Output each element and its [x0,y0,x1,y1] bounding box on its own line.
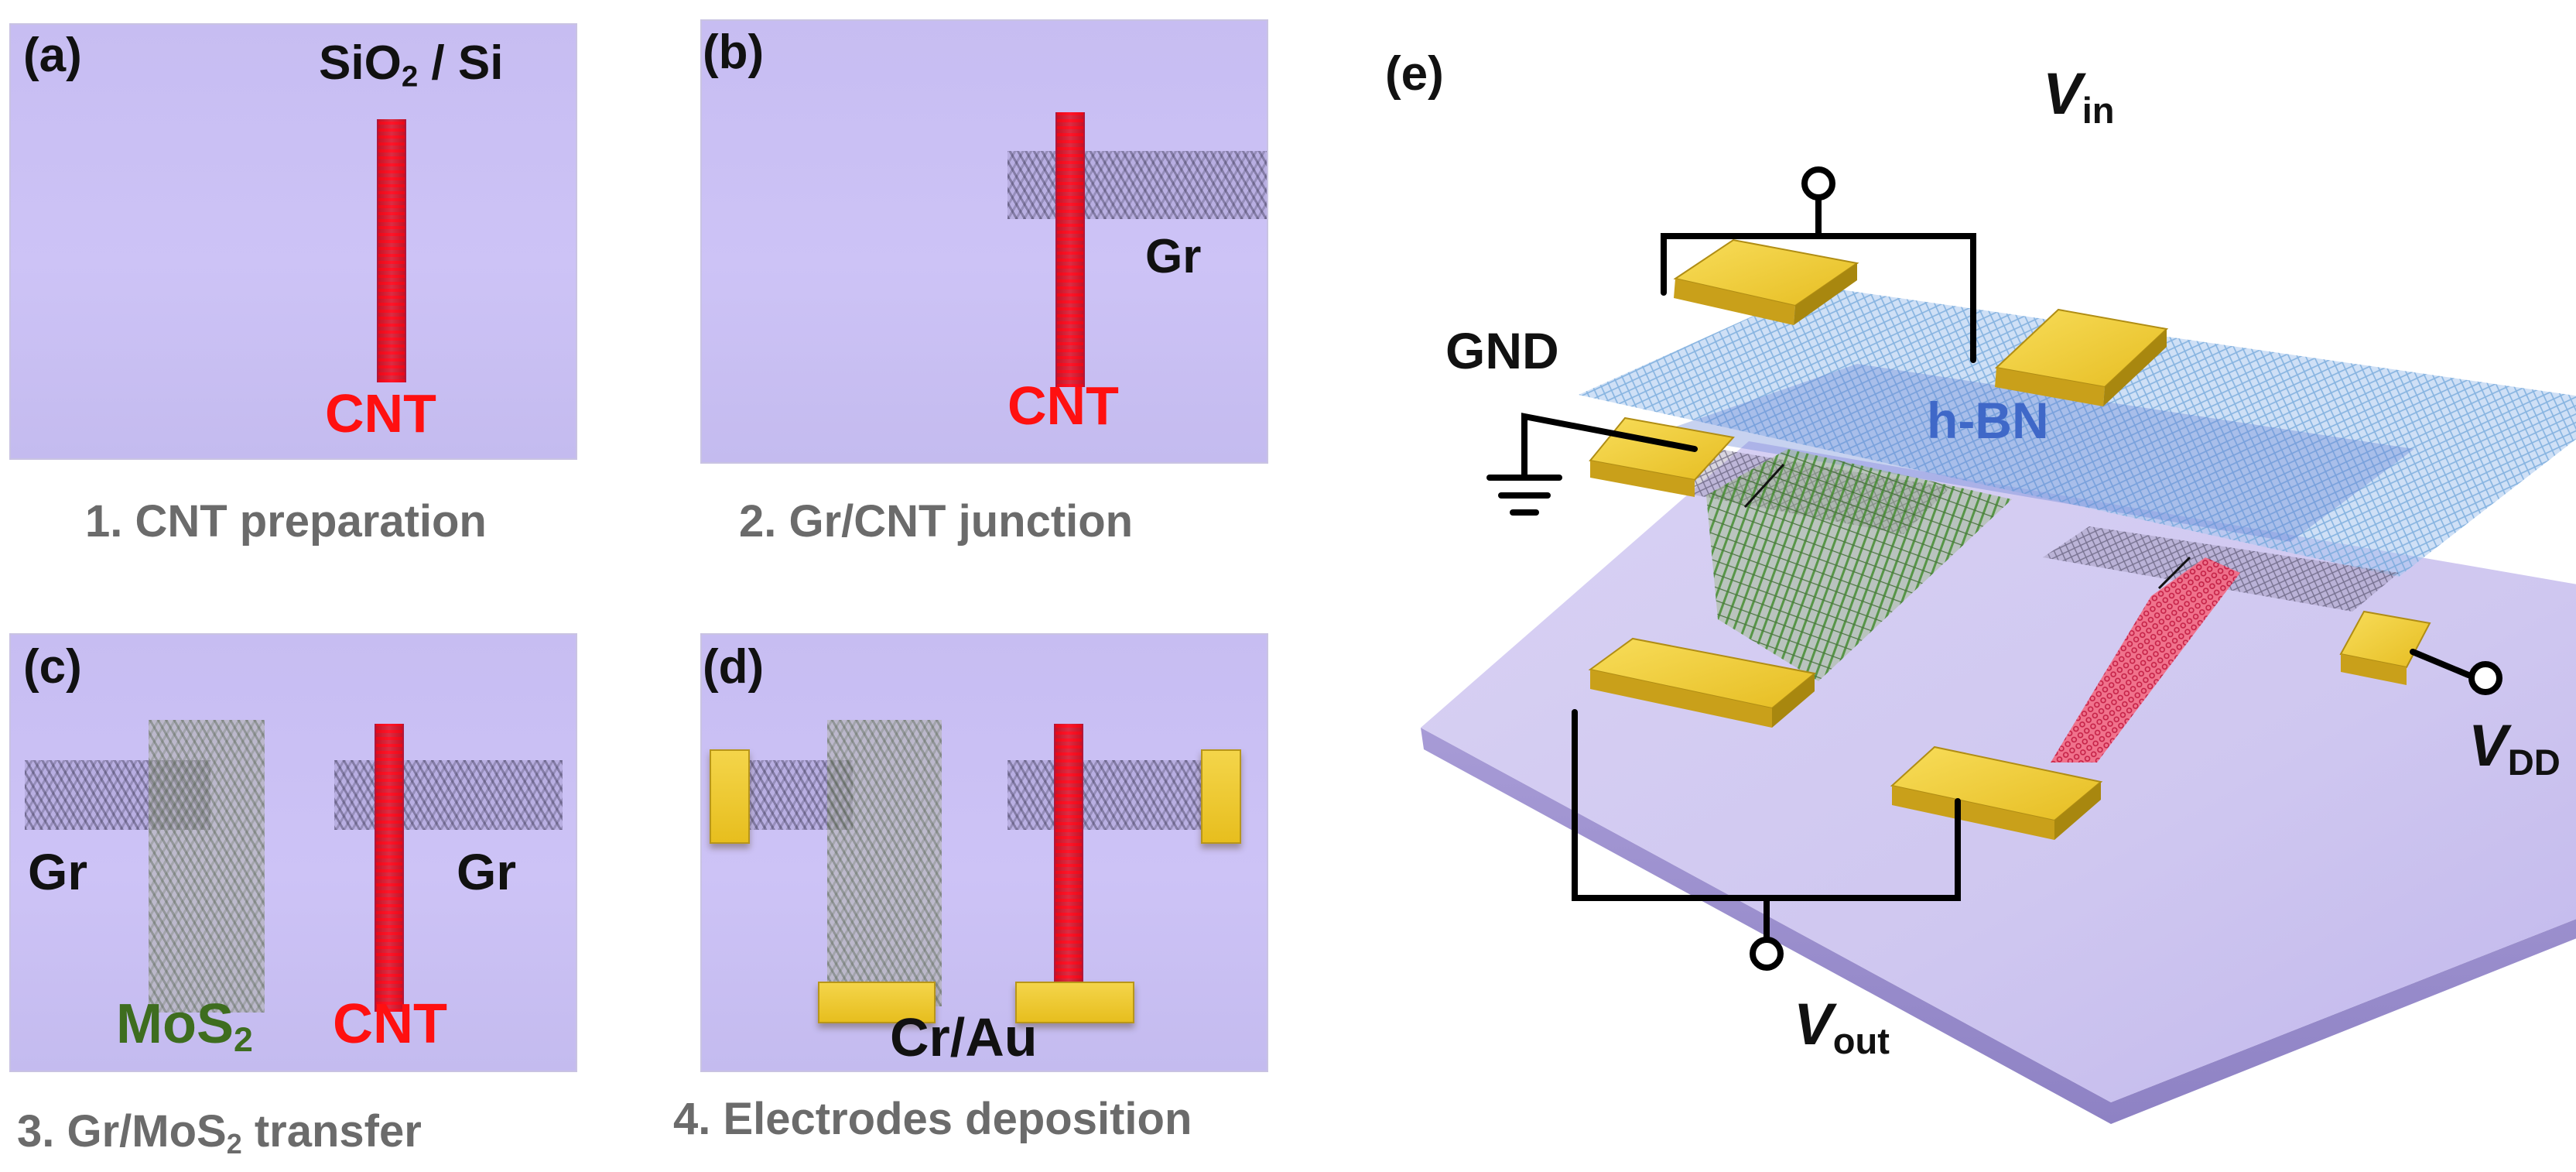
gr-mos2-contact [1743,463,1785,509]
cnt-tube [1055,112,1085,387]
hbn-shadow [1656,364,2414,542]
electrode-label: Cr/Au [890,1007,1038,1067]
electrode-mos2-bottom [1588,637,1817,728]
graphene-sheet-right [334,760,563,830]
panel-b [700,19,1268,464]
substrate-front [1421,728,2576,1124]
caption-d: 4. Electrodes deposition [673,1094,1192,1144]
panel-e-tag: (e) [1385,47,1444,101]
panel-a [9,23,577,460]
vdd-label: VDD [2468,713,2561,783]
ground-symbol [1486,475,1562,516]
electrode-top-left [1673,238,1859,325]
electrode-pad-bottom-right [1015,982,1134,1023]
mos2-flake [149,720,265,1013]
graphene-sheet-left [25,760,210,830]
mos2-label: MoS2 [116,993,253,1060]
electrode-vdd [2339,610,2431,685]
vout-label: Vout [1794,992,1890,1061]
circuit-wires [1521,197,2472,940]
panel-c-tag: (c) [23,640,82,694]
gnd-label: GND [1445,322,1559,379]
caption-c: 3. Gr/MoS2 transfer [17,1106,422,1160]
panel-d-tag: (d) [703,640,765,694]
hbn-label: h-BN [1927,392,2049,449]
cnt-tube [375,724,404,1012]
mos2-lattice [1706,449,2012,681]
hbn-lattice [1579,286,2576,577]
gr-cnt-contact [2157,556,2191,590]
graphene-sheet-left [741,760,853,830]
cnt-label-b: CNT [1007,375,1119,436]
cnt-label-c: CNT [333,993,447,1055]
caption-a: 1. CNT preparation [85,496,487,547]
electrode-cnt-bottom [1890,745,2103,840]
vin-label: Vin [2043,61,2115,131]
graphene-sheet-right [1007,760,1236,830]
substrate-label: SiO2 / Si [319,36,504,94]
electrode-pad-right [1201,749,1241,844]
electrode-pad-bottom-left [818,982,936,1023]
cnt-label-a: CNT [325,383,436,444]
cnt-tube [1054,724,1083,1006]
cnt-3d [2051,557,2240,762]
device-schematic [1421,166,2576,1124]
graphene-sheet [1007,151,1267,219]
electrode-top-right [1994,308,2169,406]
panel-b-tag: (b) [703,26,765,79]
panel-d [700,633,1268,1072]
panel-c [9,633,577,1072]
gr-label-b: Gr [1145,230,1202,283]
terminal-circles [1750,166,2502,971]
gr-label-c-right: Gr [457,843,517,900]
mos2-flake [827,720,942,1006]
panel-a-tag: (a) [23,29,82,82]
gr-label-c-left: Gr [28,843,88,900]
caption-b: 2. Gr/CNT junction [739,496,1134,547]
electrode-pad-left [710,749,750,844]
cnt-tube [377,119,406,382]
